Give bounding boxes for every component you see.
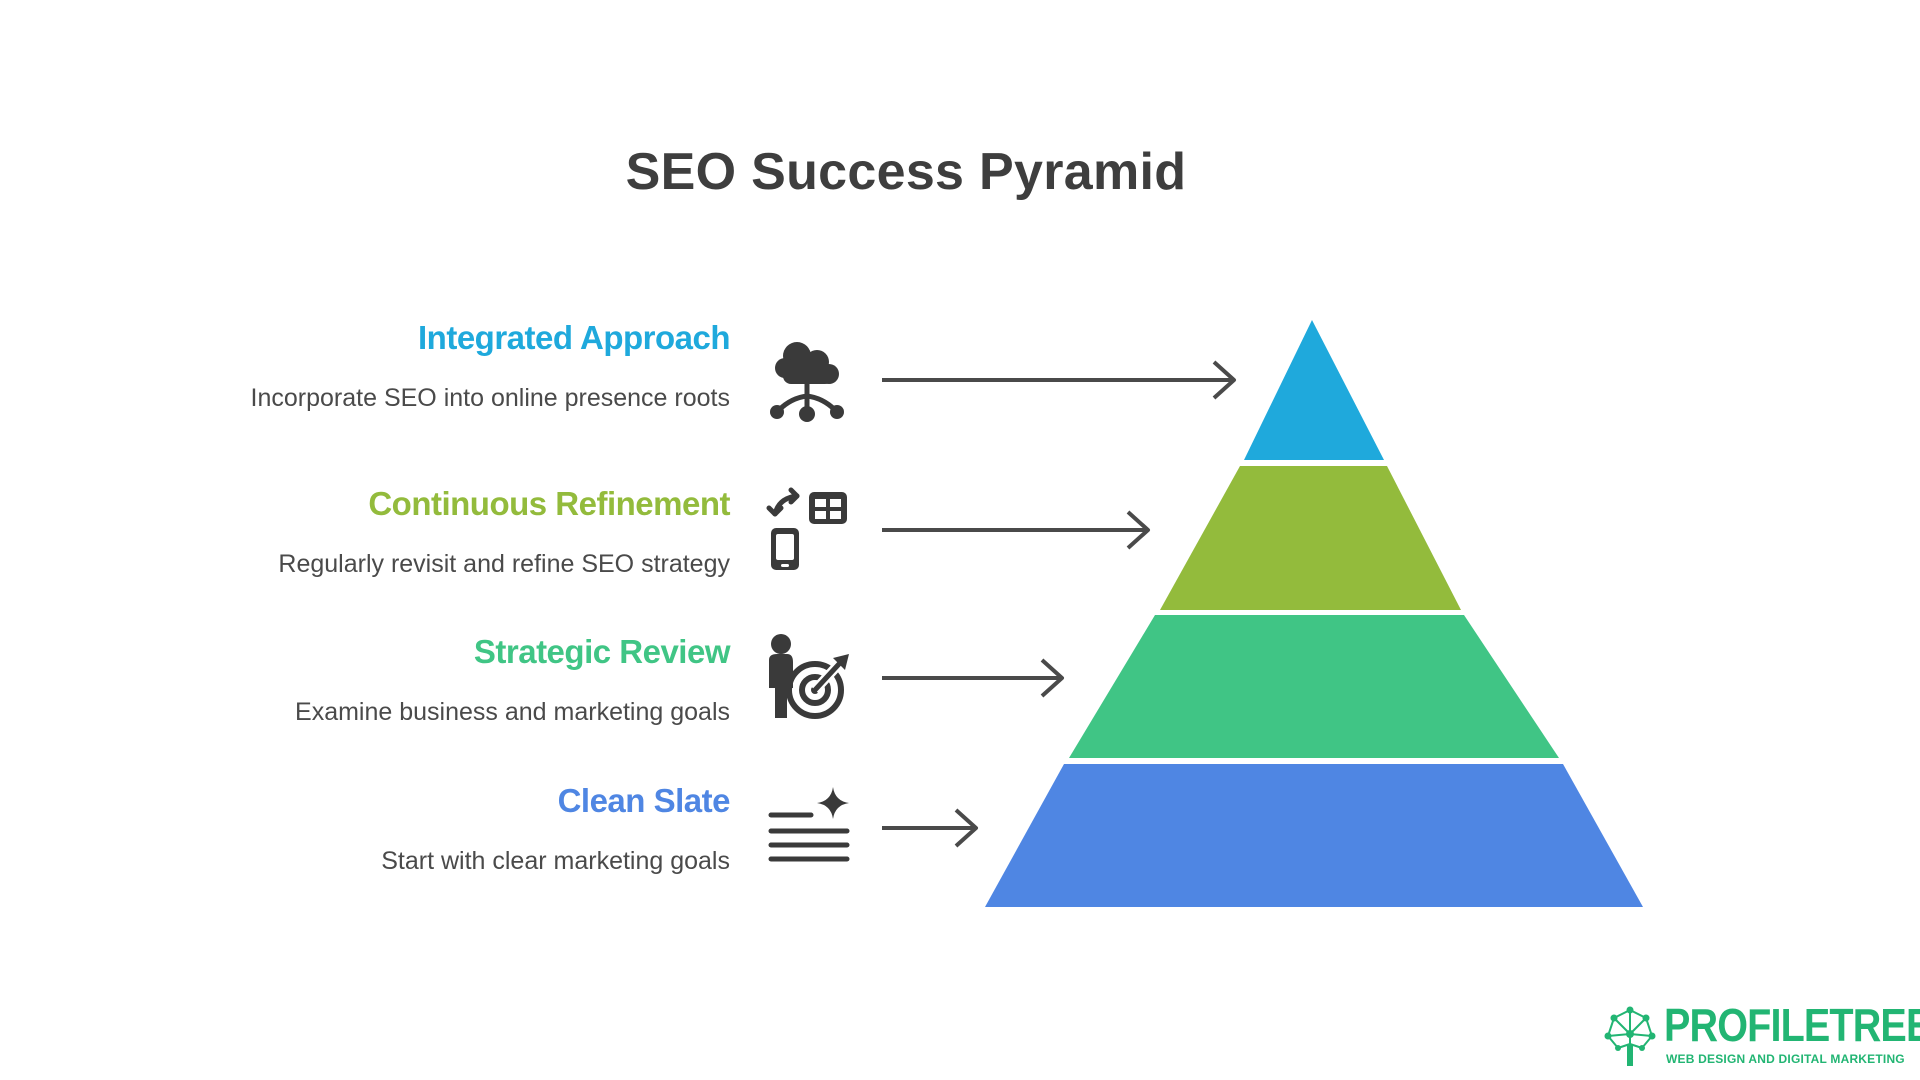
arrow-strategic-review <box>882 658 1064 698</box>
logo-tagline: WEB DESIGN AND DIGITAL MARKETING <box>1666 1052 1905 1066</box>
level-title: Strategic Review <box>473 633 731 670</box>
level-label-clean-slate: Clean Slate Start with clear marketing g… <box>210 781 730 878</box>
level-label-continuous-refinement: Continuous Refinement Regularly revisit … <box>210 484 730 581</box>
level-description: Examine business and marketing goals <box>295 698 730 726</box>
cloud-network-icon <box>770 342 844 422</box>
level-title: Integrated Approach <box>418 319 730 356</box>
level-label-integrated-approach: Integrated Approach Incorporate SEO into… <box>210 318 731 415</box>
level-description: Incorporate SEO into online presence roo… <box>250 384 730 412</box>
level-description: Start with clear marketing goals <box>381 847 730 875</box>
pyramid-tier-clean-slate <box>985 764 1643 907</box>
arrow-integrated-approach <box>882 360 1236 400</box>
arrow-clean-slate <box>882 808 978 848</box>
level-label-strategic-review: Strategic Review Examine business and ma… <box>210 632 730 729</box>
profiletree-logo: PROFILETREE WEB DESIGN AND DIGITAL MARKE… <box>1600 1000 1920 1072</box>
pyramid-tier-continuous-refinement <box>1160 466 1461 610</box>
tree-network-icon <box>1604 1006 1656 1066</box>
person-target-icon <box>769 634 849 719</box>
pyramid-tier-strategic-review <box>1069 615 1559 758</box>
level-title: Continuous Refinement <box>368 485 730 522</box>
page-title: SEO Success Pyramid <box>625 143 1187 201</box>
level-description: Regularly revisit and refine SEO strateg… <box>278 550 730 578</box>
logo-wordmark: PROFILETREE <box>1664 999 1920 1051</box>
pyramid-tier-integrated-approach <box>1244 320 1384 460</box>
list-sparkle-icon <box>768 787 850 862</box>
device-sync-icon <box>766 487 847 570</box>
arrow-continuous-refinement <box>882 510 1150 550</box>
level-title: Clean Slate <box>557 782 731 819</box>
